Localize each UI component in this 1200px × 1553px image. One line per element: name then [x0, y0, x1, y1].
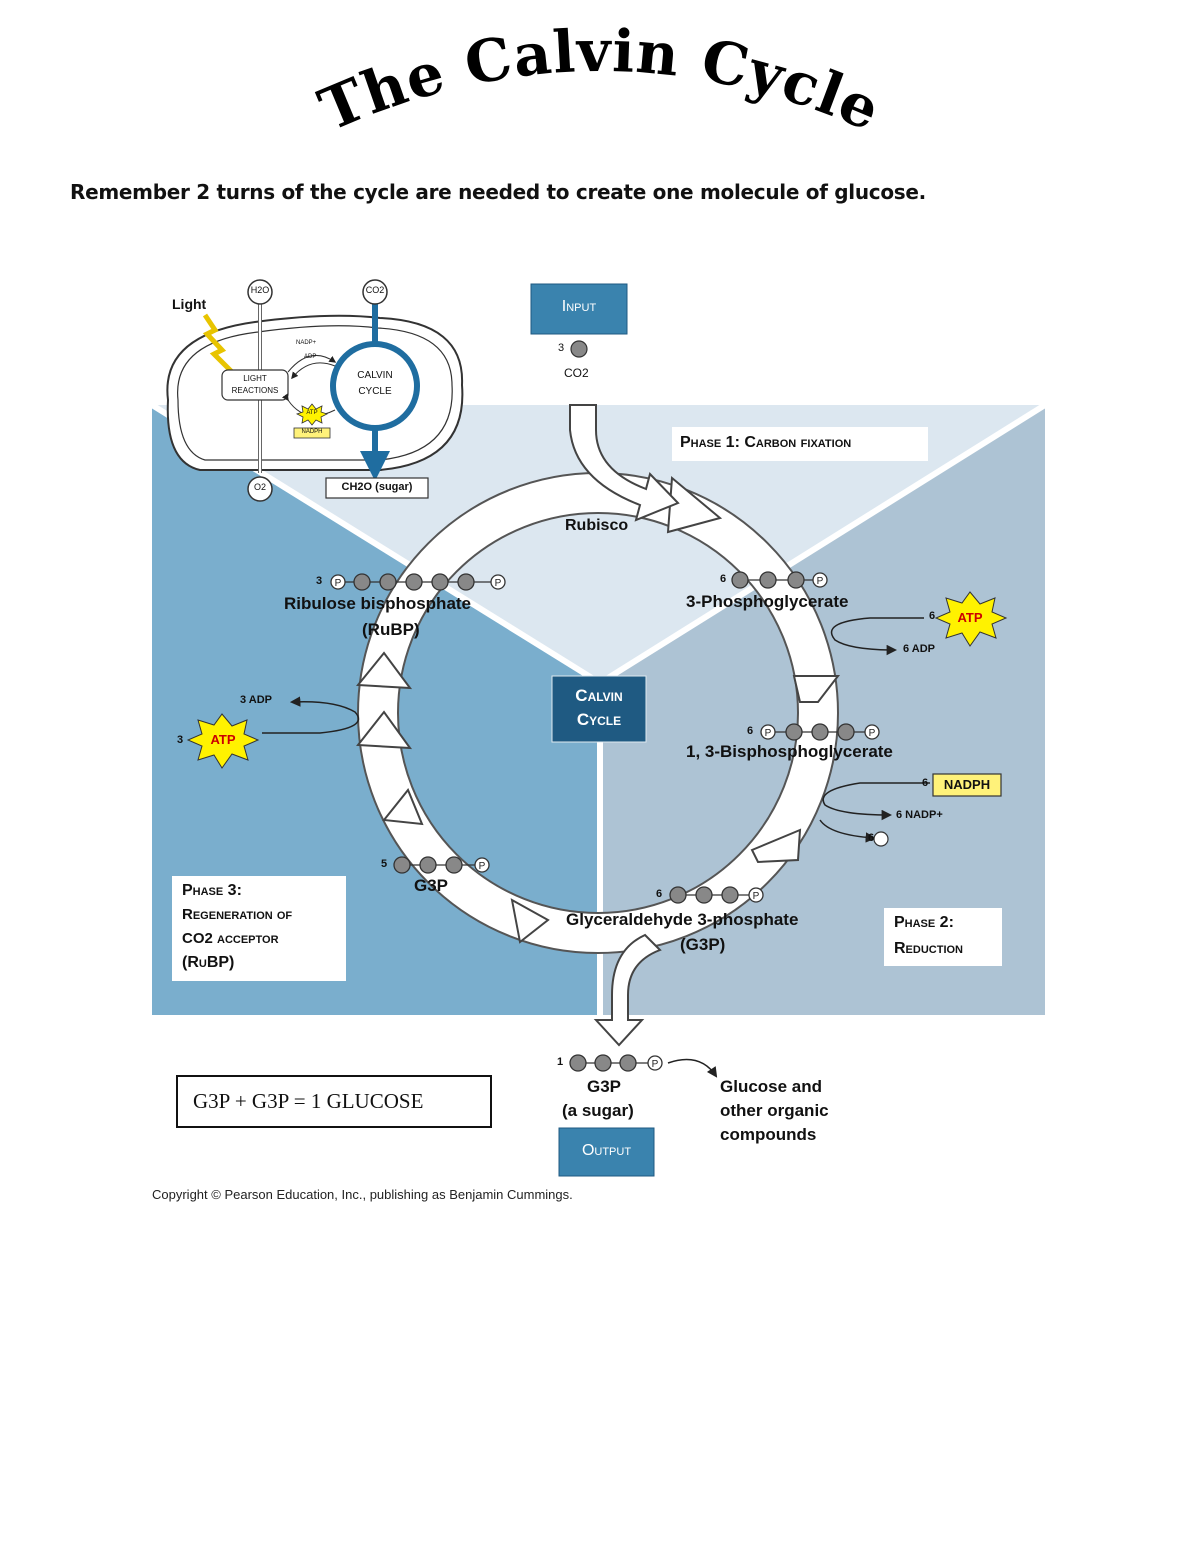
output-label: Output: [581, 1142, 632, 1159]
phase3-line2: Regeneration of: [182, 906, 293, 923]
atp3-count: 3: [177, 734, 184, 746]
svg-text:P: P: [335, 578, 342, 589]
output-result-2: other organic: [720, 1101, 829, 1120]
inset-calvin-ring: [330, 341, 420, 431]
output-box: [558, 1127, 655, 1177]
atp-label: ATP: [957, 610, 983, 625]
svg-text:P: P: [753, 891, 760, 902]
output-result-3: compounds: [720, 1125, 817, 1144]
pga-count: 6: [720, 573, 727, 585]
nadp-out: 6 NADP+: [896, 809, 943, 821]
output-count: 1: [557, 1056, 564, 1068]
g3p-count: 6: [656, 888, 663, 900]
page-title: The Calvin Cycle: [300, 17, 900, 160]
g3p-name: Glyceraldehyde 3-phosphate: [566, 910, 799, 929]
adp-out: 6 ADP: [903, 643, 935, 655]
pga-chain: [731, 571, 828, 589]
nadph-count: 6: [922, 777, 929, 789]
light-reactions-line1: LIGHT: [243, 374, 267, 383]
center-box: [551, 675, 647, 743]
nadph-box: [932, 773, 1002, 797]
pi-out-count: 6: [868, 832, 875, 844]
g3p-output-chain: [569, 1054, 663, 1072]
phase3-line1: Phase 3:: [182, 882, 242, 899]
g3p-chain: [669, 886, 764, 904]
co2-inset-label: CO2: [365, 285, 385, 295]
o2-label: O2: [253, 482, 266, 492]
inset-calvin-line2: CYCLE: [358, 386, 392, 397]
center-line2: Cycle: [576, 710, 622, 729]
inset-calvin-line1: CALVIN: [357, 370, 393, 381]
sugar-box: [325, 477, 429, 499]
light-bolt-icon: [202, 313, 234, 374]
nadph-label: NADPH: [943, 777, 991, 792]
atp3-label: ATP: [210, 732, 236, 747]
atp3-star-icon: [186, 713, 260, 769]
pga-name: 3-Phosphoglycerate: [686, 592, 849, 611]
input-box: [530, 283, 628, 335]
copyright: Copyright © Pearson Education, Inc., pub…: [152, 1187, 573, 1202]
output-result-1: Glucose and: [720, 1077, 823, 1096]
rubisco-label: Rubisco: [565, 517, 629, 534]
g3p-abbr: (G3P): [680, 935, 726, 954]
svg-text:P: P: [479, 861, 486, 872]
phase3-line4: (RuBP): [182, 954, 235, 971]
light-reactions-line2: REACTIONS: [231, 386, 279, 395]
output-name: G3P: [587, 1077, 622, 1096]
phase2-line1: Phase 2:: [894, 914, 954, 931]
g3p5-chain: [393, 856, 490, 874]
atp-star-icon: [934, 591, 1008, 647]
rubp-chain: [330, 573, 506, 591]
inset-nadp-label: NADP+: [296, 340, 317, 346]
svg-text:P: P: [869, 728, 876, 739]
subtitle: Remember 2 turns of the cycle are needed…: [70, 180, 926, 204]
inset-nadph-label: NADPH: [301, 429, 323, 435]
bpg-name: 1, 3-Bisphosphoglycerate: [686, 742, 893, 761]
glucose-equation: G3P + G3P = 1 GLUCOSE: [176, 1075, 492, 1128]
output-desc: (a sugar): [562, 1101, 634, 1120]
input-co2: CO2: [564, 366, 589, 380]
inset-nadph-box: [293, 427, 331, 439]
input-count: 3: [558, 342, 565, 354]
inset-adp-label: ADP: [304, 354, 317, 360]
output-arrow: [593, 933, 662, 1047]
rubp-name: Ribulose bisphosphate: [284, 594, 472, 613]
inset-atp-label: ATP: [306, 410, 318, 416]
co2-molecule-icon: [570, 340, 588, 358]
g3p5-name: G3P: [414, 876, 449, 895]
svg-text:P: P: [765, 728, 772, 739]
center-line1: Calvin: [575, 686, 623, 705]
bpg-chain: [760, 723, 880, 741]
svg-text:P: P: [495, 578, 502, 589]
svg-text:P: P: [817, 576, 824, 587]
h2o-node: [247, 279, 273, 305]
phase2-line2: Reduction: [894, 940, 963, 957]
co2-node: [362, 279, 388, 305]
h2o-label: H2O: [250, 285, 270, 295]
o2-node: [247, 476, 273, 502]
inset-atp-icon: [295, 403, 329, 426]
atp-in-count: 6: [929, 610, 936, 622]
bpg-count: 6: [747, 725, 754, 737]
rubp-count: 3: [316, 575, 323, 587]
sugar-label: CH2O (sugar): [341, 481, 413, 493]
phase3-line3: CO2 acceptor: [182, 930, 279, 947]
adp3-out: 3 ADP: [240, 694, 272, 706]
light-reactions-box: [221, 369, 289, 401]
g3p5-count: 5: [381, 858, 388, 870]
input-arrow: [569, 404, 680, 522]
svg-text:P: P: [652, 1059, 659, 1070]
light-label: Light: [172, 296, 207, 312]
input-label: Input: [561, 298, 597, 315]
phase1-label: Phase 1: Carbon fixation: [680, 434, 852, 451]
rubp-abbr: (RuBP): [362, 620, 420, 639]
